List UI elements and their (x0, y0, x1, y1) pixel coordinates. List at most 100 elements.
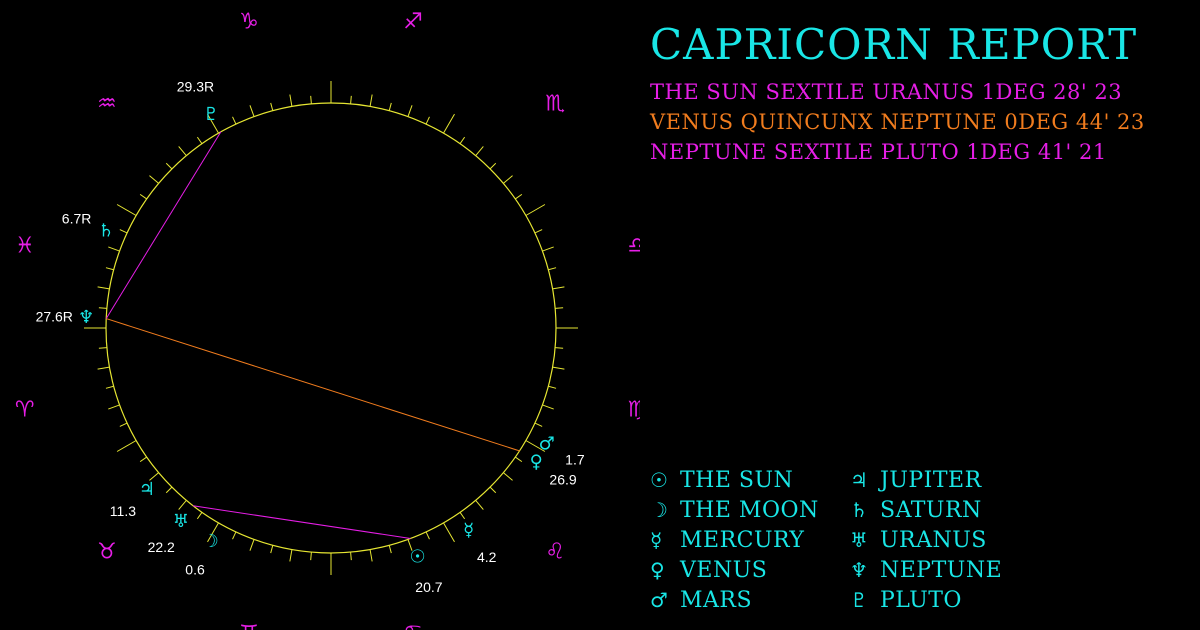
jupiter-icon: ♃ (850, 468, 869, 492)
legend-item-neptune: ♆NEPTUNE (850, 558, 1002, 583)
mercury-planet-icon: ☿ (463, 520, 474, 541)
degree-tick (388, 545, 392, 554)
degree-tick (289, 549, 293, 562)
wheel-ring (105, 102, 557, 554)
degree-tick (116, 440, 137, 452)
mercury-degree-label: 4.2 (477, 549, 497, 565)
legend-label: MARS (680, 588, 753, 613)
degree-tick (97, 366, 110, 370)
mercury-icon: ☿ (650, 528, 663, 552)
degree-tick (232, 531, 237, 540)
degree-tick (207, 113, 219, 134)
degree-tick (97, 286, 110, 290)
venus-icon: ♀ (650, 558, 666, 582)
degree-tick (548, 267, 557, 271)
degree-tick (105, 385, 114, 389)
degree-tick (555, 347, 564, 349)
degree-tick (310, 95, 312, 104)
legend-label: THE SUN (680, 468, 794, 493)
taurus-sign-icon: ♉ (97, 540, 117, 565)
degree-tick (515, 193, 523, 200)
cancer-sign-icon: ♋ (403, 622, 423, 630)
legend-item-mars: ♂ MARS (650, 588, 752, 613)
degree-tick (548, 385, 557, 389)
degree-tick (119, 422, 128, 427)
report-title: CAPRICORN REPORT (650, 20, 1138, 69)
degree-tick (489, 486, 497, 494)
degree-tick (116, 204, 137, 216)
legend-label: PLUTO (880, 588, 962, 613)
moon-planet-icon: ☽ (203, 531, 219, 552)
degree-tick (459, 136, 466, 144)
pisces-sign-icon: ♓ (15, 233, 35, 258)
saturn-planet-icon: ♄ (98, 221, 114, 242)
degree-tick (503, 472, 513, 481)
degree-tick (534, 422, 543, 427)
mars-degree-label: 1.7 (565, 451, 585, 467)
degree-tick (552, 366, 565, 370)
degree-tick (475, 146, 484, 156)
degree-tick (350, 95, 352, 104)
degree-tick (98, 307, 107, 309)
uranus-planet-icon: ♅ (173, 511, 189, 532)
aries-sign-icon: ♈ (15, 398, 35, 423)
degree-tick (425, 531, 430, 540)
uranus-degree-label: 22.2 (148, 539, 175, 555)
sun-degree-label: 20.7 (415, 579, 442, 595)
degree-tick (108, 404, 120, 410)
libra-sign-icon: ♎ (627, 233, 640, 258)
degree-tick (98, 347, 107, 349)
pluto-planet-icon: ♇ (203, 104, 219, 125)
jupiter-planet-icon: ♃ (139, 479, 155, 500)
legend-label: SATURN (880, 498, 982, 523)
legend-label: THE MOON (680, 498, 819, 523)
degree-tick (475, 500, 484, 510)
degree-tick (149, 472, 159, 481)
degree-tick (165, 486, 173, 494)
legend-label: JUPITER (880, 468, 982, 493)
jupiter-degree-label: 11.3 (110, 503, 136, 519)
degree-tick (196, 136, 203, 144)
degree-tick (196, 512, 203, 520)
sun-planet-icon: ☉ (410, 547, 426, 568)
aspect-sun-sextile-uranus: THE SUN SEXTILE URANUS 1DEG 28' 23 (650, 80, 1123, 104)
degree-tick (232, 116, 237, 125)
degree-tick (459, 512, 466, 520)
degree-tick (525, 440, 546, 452)
aspect-venus-quincunx-neptune: VENUS QUINCUNX NEPTUNE 0DEG 44' 23 (650, 110, 1145, 134)
natal-chart-wheel: ♈♉♊♋♌♍♎♏♐♑♒♓☉20.7☽0.6☿4.2♀26.9♂1.7♃11.3♄… (15, 9, 640, 630)
degree-tick (165, 162, 173, 170)
degree-tick (149, 175, 159, 184)
degree-tick (350, 552, 352, 561)
scorpio-sign-icon: ♏ (545, 91, 565, 116)
degree-tick (542, 404, 554, 410)
legend-item-the-sun: ☉ THE SUN (650, 468, 793, 493)
degree-tick (552, 286, 565, 290)
moon-icon: ☽ (650, 498, 669, 522)
legend-item-pluto: ♇ PLUTO (850, 588, 962, 613)
venus-planet-icon: ♀ (530, 451, 543, 472)
degree-tick (542, 246, 554, 252)
degree-tick (270, 545, 274, 554)
degree-tick (119, 229, 128, 234)
legend-item-saturn: ♄SATURN (850, 498, 982, 523)
neptune-degree-label: 27.6R (36, 308, 73, 324)
mars-icon: ♂ (650, 588, 669, 612)
degree-tick (503, 175, 513, 184)
moon-degree-label: 0.6 (185, 561, 205, 577)
legend-label: VENUS (680, 558, 768, 583)
legend-label: MERCURY (680, 528, 805, 553)
degree-tick (443, 522, 455, 543)
neptune-planet-icon: ♆ (78, 307, 94, 328)
legend-label: URANUS (880, 528, 987, 553)
degree-tick (139, 193, 147, 200)
sagittarius-sign-icon: ♐ (403, 9, 423, 34)
degree-tick (489, 162, 497, 170)
sun-icon: ☉ (650, 468, 669, 492)
degree-tick (534, 229, 543, 234)
gemini-sign-icon: ♊ (239, 622, 259, 630)
degree-tick (407, 539, 413, 551)
pluto-icon: ♇ (850, 588, 869, 612)
degree-tick (207, 522, 219, 543)
degree-tick (178, 500, 187, 510)
